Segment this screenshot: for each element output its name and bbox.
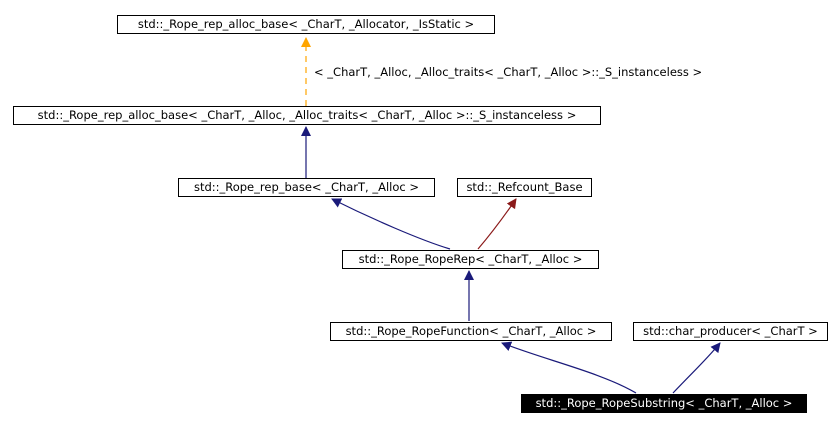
node-rope-rep-alloc-base-instanceless[interactable]: std::_Rope_rep_alloc_base< _CharT, _Allo… (13, 106, 601, 125)
node-rope-roperep[interactable]: std::_Rope_RopeRep< _CharT, _Alloc > (342, 250, 599, 269)
edge-roperep-to-repbase (331, 198, 451, 250)
node-rope-ropefunction[interactable]: std::_Rope_RopeFunction< _CharT, _Alloc … (330, 322, 612, 341)
node-rope-rep-alloc-base-generic[interactable]: std::_Rope_rep_alloc_base< _CharT, _Allo… (117, 15, 495, 34)
edge-ropesubstring-to-charproducer (672, 342, 721, 394)
node-rope-ropesubstring: std::_Rope_RopeSubstring< _CharT, _Alloc… (521, 394, 807, 413)
edge-ropesubstring-to-ropefunction (501, 341, 637, 394)
node-char-producer[interactable]: std::char_producer< _CharT > (633, 322, 828, 341)
node-refcount-base[interactable]: std::_Refcount_Base (457, 178, 592, 197)
template-arguments-label: < _CharT, _Alloc, _Alloc_traits< _CharT,… (314, 65, 703, 79)
edge-roperep-to-refcount (477, 198, 517, 250)
node-rope-rep-base[interactable]: std::_Rope_rep_base< _CharT, _Alloc > (178, 178, 435, 197)
